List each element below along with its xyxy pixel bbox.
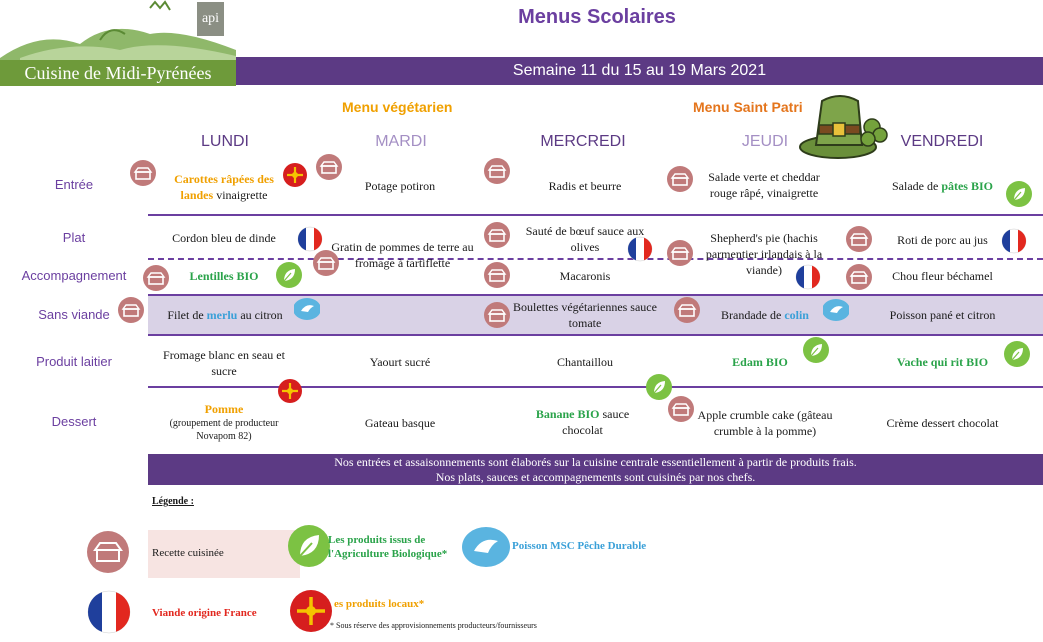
row-label-dessert: Dessert (51, 414, 97, 429)
menu-wed-dessert: Banane BIO sauce chocolat (535, 407, 630, 437)
msc-fish-icon (294, 298, 320, 320)
row-separator (148, 294, 1043, 296)
menu-wed-sans-viande: Boulettes végétariennes sauce tomate (513, 300, 657, 330)
legend-recette-bg (148, 530, 300, 578)
bio-leaf-icon (1006, 181, 1032, 207)
recette-cuisinee-icon (316, 154, 342, 180)
bio-leaf-icon (646, 374, 672, 400)
recette-cuisinee-icon (484, 302, 510, 328)
day-friday: VENDREDI (900, 133, 984, 150)
legend-msc-label: Poisson MSC Pêche Durable (512, 540, 647, 552)
menu-tue-entree: Potage potiron (364, 179, 436, 193)
recette-cuisinee-icon (484, 158, 510, 184)
france-flag-icon (795, 264, 821, 290)
recette-cuisinee-icon (484, 222, 510, 248)
recette-cuisinee-icon (484, 262, 510, 288)
menu-mon-dessert: Pomme (groupement de producteur Novapom … (169, 402, 279, 442)
day-wednesday: MERCREDI (540, 133, 626, 150)
page-title: Menus Scolaires (518, 6, 676, 28)
legend-bio-icon (288, 525, 330, 567)
menu-wed-accompagnement: Macaronis (559, 269, 611, 283)
france-flag-icon (297, 226, 323, 252)
bio-leaf-icon (1004, 341, 1030, 367)
logo-title: Cuisine de Midi-Pyrénées (0, 60, 236, 86)
menu-fri-plat: Roti de porc au jus (897, 233, 988, 247)
menu-mon-produit-laitier: Fromage blanc en seau et sucre (163, 348, 285, 378)
legend-france-icon (87, 590, 131, 634)
legend-recette-label: Recette cuisinée (152, 547, 224, 559)
legend-footnote: * Sous réserve des approvisionnements pr… (330, 621, 537, 630)
logo-badge: api (197, 2, 224, 36)
legend-msc-icon (462, 527, 510, 567)
menu-tue-dessert: Gateau basque (364, 416, 436, 430)
menu-thu-entree: Salade verte et cheddar rouge râpé, vina… (708, 170, 820, 200)
row-separator (148, 214, 1043, 216)
row-label-entree: Entrée (54, 177, 94, 192)
legend-bio-label: Les produits issus de l'Agriculture Biol… (328, 534, 448, 560)
row-label-accompagnement: Accompagnement (21, 268, 127, 283)
menu-wed-produit-laitier: Chantaillou (557, 355, 613, 369)
recette-cuisinee-icon (118, 297, 144, 323)
info-note: Nos entrées et assaisonnements sont élab… (148, 454, 1043, 485)
theme-saint-patrick: Menu Saint Patri (693, 99, 803, 115)
menu-tue-produit-laitier: Yaourt sucré (369, 355, 431, 369)
menu-thu-plat: Shepherd's pie (hachis parmentier irland… (705, 231, 823, 277)
menu-thu-sans-viande: Brandade de colin (721, 308, 809, 322)
bio-leaf-icon (276, 262, 302, 288)
france-flag-icon (1001, 228, 1027, 254)
menu-wed-entree: Radis et beurre (548, 179, 622, 193)
france-flag-icon (627, 236, 653, 262)
menu-thu-dessert: Apple crumble cake (gâteau crumble à la … (697, 408, 833, 438)
week-band: Semaine 11 du 15 au 19 Mars 2021 (236, 57, 1043, 85)
menu-fri-dessert: Crème dessert chocolat (886, 416, 999, 430)
menu-wed-plat: Sauté de bœuf sauce aux olives (525, 224, 645, 254)
mountain-illustration (0, 0, 236, 62)
legend-title: Légende : (152, 496, 194, 507)
menu-fri-sans-viande: Poisson pané et citron (889, 308, 996, 322)
row-separator-dashed (148, 258, 1043, 260)
recette-cuisinee-icon (846, 226, 872, 252)
legend-local-label: es produits locaux* (334, 598, 425, 610)
recette-cuisinee-icon (674, 297, 700, 323)
menu-mon-sans-viande: Filet de merlu au citron (167, 308, 283, 322)
legend-local-icon (290, 590, 332, 632)
theme-vegetarian: Menu végétarien (342, 99, 453, 115)
menu-mon-entree: Carottes râpées des landes vinaigrette (174, 172, 274, 202)
menu-thu-produit-laitier: Edam BIO (732, 355, 788, 369)
recette-cuisinee-icon (667, 240, 693, 266)
legend-recette-icon (87, 531, 129, 573)
day-tuesday: MARDI (375, 133, 427, 150)
day-thursday: JEUDI (741, 133, 789, 150)
row-separator (148, 386, 1043, 388)
day-monday: LUNDI (200, 133, 249, 150)
menu-fri-produit-laitier: Vache qui rit BIO (896, 355, 989, 369)
leprechaun-hat-illustration (799, 95, 888, 159)
row-label-plat: Plat (62, 230, 86, 245)
menu-mon-accompagnement: Lentilles BIO (189, 269, 259, 283)
legend-france-label: Viande origine France (152, 607, 257, 619)
row-separator (148, 334, 1043, 336)
occitan-cross-icon (282, 162, 308, 188)
menu-tue-plat: Gratin de pommes de terre au fromage à t… (331, 240, 474, 270)
logo: api Cuisine de Midi-Pyrénées (0, 0, 236, 86)
row-label-sans-viande: Sans viande (38, 307, 110, 322)
menu-mon-plat: Cordon bleu de dinde (172, 231, 276, 245)
recette-cuisinee-icon (667, 166, 693, 192)
recette-cuisinee-icon (313, 250, 339, 276)
menu-fri-accompagnement: Chou fleur béchamel (892, 269, 993, 283)
menu-fri-entree: Salade de pâtes BIO (892, 179, 993, 193)
recette-cuisinee-icon (846, 264, 872, 290)
occitan-cross-icon (277, 378, 303, 404)
row-label-produit-laitier: Produit laitier (36, 354, 112, 369)
msc-fish-icon (823, 299, 849, 321)
recette-cuisinee-icon (143, 265, 169, 291)
recette-cuisinee-icon (130, 160, 156, 186)
bio-leaf-icon (803, 337, 829, 363)
